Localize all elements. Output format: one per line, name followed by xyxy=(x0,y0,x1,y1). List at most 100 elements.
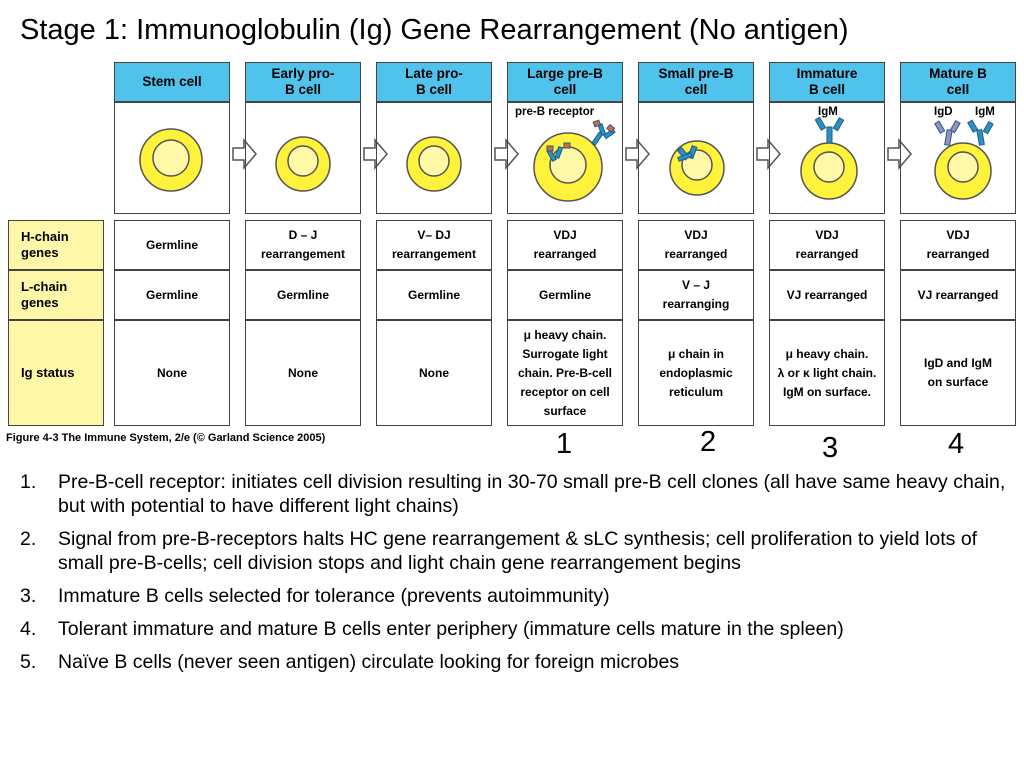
note-number: 3. xyxy=(20,585,37,607)
header-label: Small pre-B cell xyxy=(658,66,734,97)
cell-small-pre-b xyxy=(669,140,725,196)
row-label-text: L-chain genes xyxy=(21,279,68,310)
row-label-l-chain: L-chain genes xyxy=(8,270,104,320)
ig-status-small-pre-b: μ chain in endoplasmic reticulum xyxy=(638,320,754,426)
arrow-4 xyxy=(625,137,650,171)
cell-text: μ chain in endoplasmic reticulum xyxy=(659,346,733,399)
note-item: 2. Signal from pre-B-receptors halts HC g… xyxy=(20,527,1010,575)
l-chain-late-pro-b: Germline xyxy=(376,270,492,320)
cell-text: Germline xyxy=(145,287,199,302)
arrows xyxy=(232,137,912,171)
h-chain-stem: Germline xyxy=(114,220,230,270)
row-label-text: H-chain genes xyxy=(21,229,69,260)
note-text: Pre-B-cell receptor: initiates cell divi… xyxy=(58,471,1006,517)
note-number: 1. xyxy=(20,471,37,493)
cell-text: IgD and IgM on surface xyxy=(924,356,992,389)
row-label-h-chain: H-chain genes xyxy=(8,220,104,270)
marker-4: 4 xyxy=(948,428,965,460)
header-early-pro-b-cell: Early pro- B cell xyxy=(245,62,361,102)
slide-title: Stage 1: Immunoglobulin (Ig) Gene Rearra… xyxy=(20,14,849,46)
header-label: Stem cell xyxy=(142,74,202,89)
header-label: Immature B cell xyxy=(796,66,858,97)
cell-text: VJ rearranged xyxy=(917,287,999,302)
cells xyxy=(139,128,992,202)
ig-status-late-pro-b: None xyxy=(376,320,492,426)
cell-stem xyxy=(139,128,203,192)
l-chain-small-pre-b: V – J rearranging xyxy=(638,270,754,320)
header-mature-b-cell: Mature B cell xyxy=(900,62,1016,102)
igd-receptor-mature xyxy=(934,119,961,146)
header-immature-b-cell: Immature B cell xyxy=(769,62,885,102)
header-label: Large pre-B cell xyxy=(527,66,603,97)
note-number: 2. xyxy=(20,528,37,550)
surrogate-light-chain-right xyxy=(592,119,616,133)
cell-text: VDJ rearranged xyxy=(926,228,990,261)
h-chain-mature-b: VDJ rearranged xyxy=(900,220,1016,270)
cell-text: μ heavy chain. λ or κ light chain. IgM o… xyxy=(777,346,877,399)
header-late-pro-b-cell: Late pro- B cell xyxy=(376,62,492,102)
note-item: 3. Immature B cells selected for toleranc… xyxy=(20,584,1010,608)
arrow-3 xyxy=(494,137,519,171)
pre-b-receptor-label: pre-B receptor xyxy=(515,106,595,118)
header-label: Late pro- B cell xyxy=(405,66,463,97)
diagram-graphics xyxy=(139,116,994,202)
note-text: Tolerant immature and mature B cells ent… xyxy=(58,618,844,640)
marker-2: 2 xyxy=(700,426,717,458)
igd-label-mature: IgD xyxy=(934,106,953,118)
row-label-text: Ig status xyxy=(21,365,75,380)
l-chain-immature-b: VJ rearranged xyxy=(769,270,885,320)
arrow-1 xyxy=(232,137,257,171)
receptors xyxy=(546,116,994,163)
note-number: 5. xyxy=(20,651,37,673)
note-text: Signal from pre-B-receptors halts HC gen… xyxy=(58,528,978,574)
surrogate-light-chain-inner xyxy=(546,142,571,152)
arrow-6 xyxy=(887,137,912,171)
mu-chain-internal xyxy=(676,145,698,162)
cell-text: D – J rearrangement xyxy=(260,228,346,261)
note-text: Naïve B cells (never seen antigen) circu… xyxy=(58,651,680,673)
l-chain-stem: Germline xyxy=(114,270,230,320)
cell-text: Germline xyxy=(538,287,592,302)
row-label-ig-status: Ig status xyxy=(8,320,104,426)
h-chain-large-pre-b: VDJ rearranged xyxy=(507,220,623,270)
cell-text: VJ rearranged xyxy=(786,287,868,302)
b-cell-development-diagram: Stem cell Early pro- B cell Late pro- B … xyxy=(8,62,1016,426)
cell-text: None xyxy=(288,365,318,380)
cell-text: Germline xyxy=(276,287,330,302)
arrow-5 xyxy=(756,137,781,171)
note-text: Immature B cells selected for tolerance … xyxy=(58,585,610,607)
cell-early-pro-b xyxy=(275,136,331,192)
cell-text: VDJ rearranged xyxy=(533,228,597,261)
igm-receptor-immature xyxy=(814,116,845,144)
cell-mature-b xyxy=(934,142,992,200)
ig-status-mature-b: IgD and IgM on surface xyxy=(900,320,1016,426)
note-item: 1. Pre-B-cell receptor: initiates cell di… xyxy=(20,470,1010,518)
header-small-pre-b-cell: Small pre-B cell xyxy=(638,62,754,102)
cell-text: V – J rearranging xyxy=(662,278,730,311)
cell-text: None xyxy=(157,365,187,380)
h-chain-late-pro-b: V– DJ rearrangement xyxy=(376,220,492,270)
cell-text: None xyxy=(419,365,449,380)
h-chain-early-pro-b: D – J rearrangement xyxy=(245,220,361,270)
h-chain-small-pre-b: VDJ rearranged xyxy=(638,220,754,270)
cell-text: VDJ rearranged xyxy=(795,228,859,261)
notes-list: 1. Pre-B-cell receptor: initiates cell di… xyxy=(20,470,1010,683)
note-number: 4. xyxy=(20,618,37,640)
header-large-pre-b-cell: Large pre-B cell xyxy=(507,62,623,102)
h-chain-immature-b: VDJ rearranged xyxy=(769,220,885,270)
figure-caption: Figure 4-3 The Immune System, 2/e (© Gar… xyxy=(6,432,326,444)
cell-text: Germline xyxy=(145,237,199,252)
cell-text: V– DJ rearrangement xyxy=(391,228,477,261)
ig-status-stem: None xyxy=(114,320,230,426)
marker-1: 1 xyxy=(556,428,573,460)
ig-status-large-pre-b: μ heavy chain. Surrogate light chain. Pr… xyxy=(507,320,623,426)
cell-text: μ heavy chain. Surrogate light chain. Pr… xyxy=(517,327,613,418)
header-label: Mature B cell xyxy=(929,66,987,97)
l-chain-mature-b: VJ rearranged xyxy=(900,270,1016,320)
ig-status-early-pro-b: None xyxy=(245,320,361,426)
cell-late-pro-b xyxy=(406,136,462,192)
l-chain-early-pro-b: Germline xyxy=(245,270,361,320)
header-label: Early pro- B cell xyxy=(271,66,335,97)
cell-text: VDJ rearranged xyxy=(664,228,728,261)
igm-label-mature: IgM xyxy=(975,106,995,118)
